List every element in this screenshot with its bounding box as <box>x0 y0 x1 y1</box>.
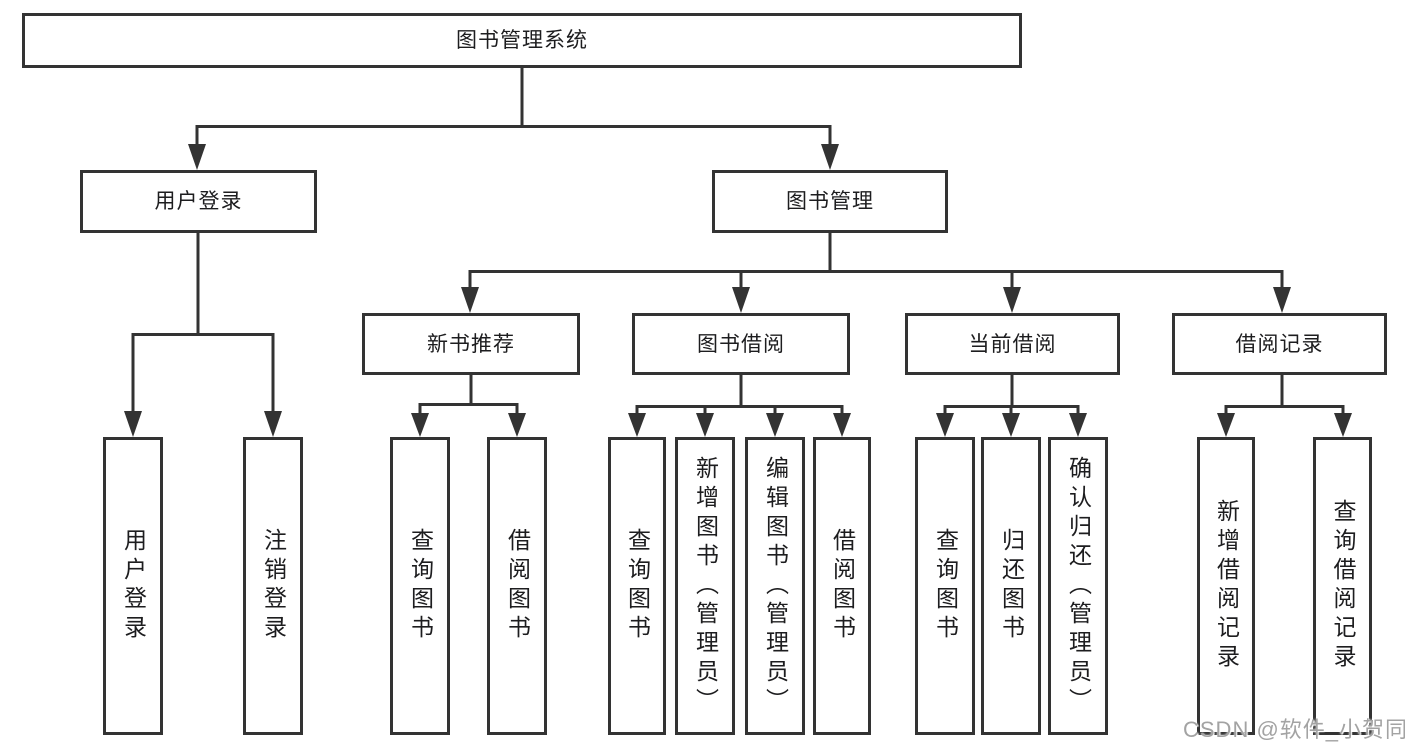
leaf-add-borrow-record: 新增借阅记录 <box>1197 437 1255 735</box>
leaf-edit-books-admin: 编辑图书（管理员） <box>745 437 805 735</box>
node-current-borrowing: 当前借阅 <box>905 313 1120 375</box>
csdn-watermark: CSDN @软件_小贺同学 <box>1183 717 1405 742</box>
leaf-query-books-current: 查询图书 <box>915 437 975 735</box>
leaf-confirm-return-admin: 确认归还（管理员） <box>1048 437 1108 735</box>
leaf-borrow-books-recommend: 借阅图书 <box>487 437 547 735</box>
node-new-book-recommend: 新书推荐 <box>362 313 580 375</box>
leaf-query-books-recommend: 查询图书 <box>390 437 450 735</box>
leaf-return-books: 归还图书 <box>981 437 1041 735</box>
node-book-borrowing: 图书借阅 <box>632 313 850 375</box>
connector-cb-to-leaves <box>936 375 1087 437</box>
leaf-logout: 注销登录 <box>243 437 303 735</box>
connector-bb-to-leaves <box>628 375 851 437</box>
leaf-query-books-borrowing: 查询图书 <box>608 437 666 735</box>
leaf-query-borrow-record: 查询借阅记录 <box>1313 437 1372 735</box>
connector-root-to-level2 <box>188 68 839 170</box>
connector-mgmt-to-level3 <box>461 233 1291 313</box>
leaf-add-books-admin: 新增图书（管理员） <box>675 437 735 735</box>
node-library-system: 图书管理系统 <box>22 13 1022 68</box>
node-borrowing-records: 借阅记录 <box>1172 313 1387 375</box>
connector-login-to-leaves <box>124 233 282 437</box>
leaf-borrow-books-borrowing: 借阅图书 <box>813 437 871 735</box>
node-user-login: 用户登录 <box>80 170 317 233</box>
leaf-user-login: 用户登录 <box>103 437 163 735</box>
node-book-management: 图书管理 <box>712 170 948 233</box>
connector-br-to-leaves <box>1217 375 1352 437</box>
connector-nbr-to-leaves <box>411 375 526 437</box>
